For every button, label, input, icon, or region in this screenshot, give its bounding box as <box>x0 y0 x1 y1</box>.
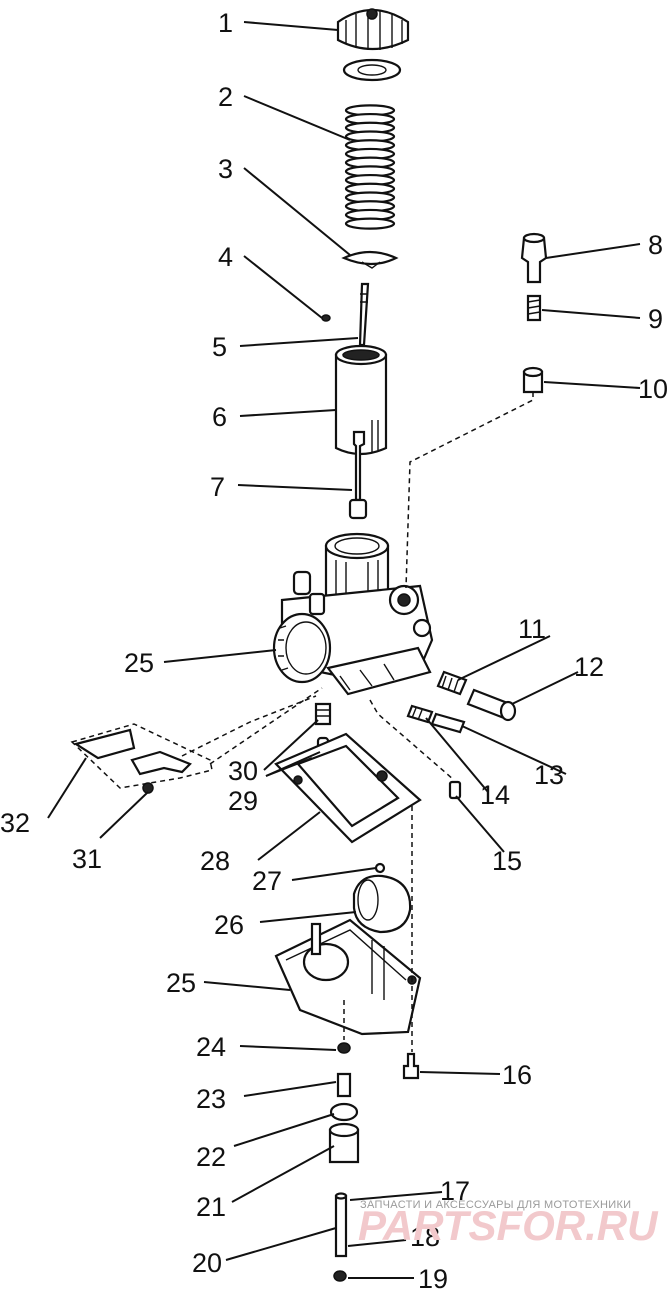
part-13-pilot-screw <box>430 712 466 734</box>
part-11-spring <box>436 670 468 696</box>
callout-8: 8 <box>648 230 663 260</box>
carburetor-body <box>272 532 434 696</box>
callout-24: 24 <box>196 1032 226 1062</box>
part-27-ball <box>374 862 386 874</box>
part-25-float-bowl <box>274 918 422 1036</box>
part-6-throttle-slide <box>334 344 388 456</box>
leader-lines <box>47 21 641 1279</box>
callout-26: 26 <box>214 910 244 940</box>
part-16-bowl-screw <box>402 1052 420 1080</box>
callout-25-lower: 25 <box>166 968 196 998</box>
watermark-brand: PARTSFOR.RU <box>358 1202 659 1249</box>
callout-30: 30 <box>228 756 258 786</box>
part-28-gasket <box>274 732 422 844</box>
callout-27: 27 <box>252 866 282 896</box>
callout-6: 6 <box>212 402 227 432</box>
part-15-jet <box>448 780 462 800</box>
callout-28: 28 <box>200 846 230 876</box>
callout-1: 1 <box>218 8 233 38</box>
part-26-float <box>352 874 412 934</box>
callout-13: 13 <box>534 760 564 790</box>
spring-coil <box>344 217 396 230</box>
callout-15: 15 <box>492 846 522 876</box>
part-10-washer-plug <box>522 366 544 394</box>
callout-3: 3 <box>218 154 233 184</box>
callout-12: 12 <box>574 652 604 682</box>
callout-31: 31 <box>72 844 102 874</box>
callout-25-upper: 25 <box>124 648 154 678</box>
part-7-needle-jet <box>348 430 368 520</box>
callout-19: 19 <box>418 1264 448 1289</box>
part-22-o-ring <box>329 1102 359 1122</box>
callout-4: 4 <box>218 242 233 272</box>
part-31-screw <box>142 782 154 794</box>
callout-11: 11 <box>518 614 546 644</box>
part-30-pilot-jet <box>314 702 332 726</box>
part-5-jet-needle <box>358 282 370 347</box>
part-3-needle-clip <box>341 250 399 269</box>
callout-2: 2 <box>218 82 233 112</box>
part-24-washer <box>337 1042 351 1054</box>
callout-29: 29 <box>228 786 258 816</box>
callout-17: 17 <box>440 1176 470 1206</box>
part-9-air-screw-spring <box>526 294 542 322</box>
assembly-guide-lines <box>181 392 534 1052</box>
callout-9: 9 <box>648 304 663 334</box>
callout-20: 20 <box>192 1248 222 1278</box>
part-21-drain-plug <box>328 1122 360 1164</box>
part-1-top-cap <box>336 8 410 50</box>
part-12-stop-screw <box>466 688 517 722</box>
part-19-cap <box>333 1270 347 1282</box>
cap-washer <box>342 58 402 82</box>
callout-22: 22 <box>196 1142 226 1172</box>
callout-18: 18 <box>410 1222 440 1252</box>
callout-7: 7 <box>210 472 225 502</box>
callout-21: 21 <box>196 1192 226 1222</box>
watermark-caption: ЗАПЧАСТИ И АКСЕССУАРЫ ДЛЯ МОТОТЕХНИКИ <box>360 1199 631 1211</box>
part-8-air-screw <box>520 232 548 284</box>
callout-32: 32 <box>0 808 30 838</box>
callout-14: 14 <box>480 780 510 810</box>
part-20-overflow-tube <box>334 1192 348 1258</box>
part-23-main-jet <box>336 1072 352 1098</box>
part-32-plate <box>70 723 213 789</box>
callout-16: 16 <box>502 1060 532 1090</box>
part-4-e-ring <box>321 314 331 322</box>
callout-5: 5 <box>212 332 227 362</box>
part-2-spring <box>344 104 396 230</box>
callout-10: 10 <box>638 374 668 404</box>
callout-23: 23 <box>196 1084 226 1114</box>
